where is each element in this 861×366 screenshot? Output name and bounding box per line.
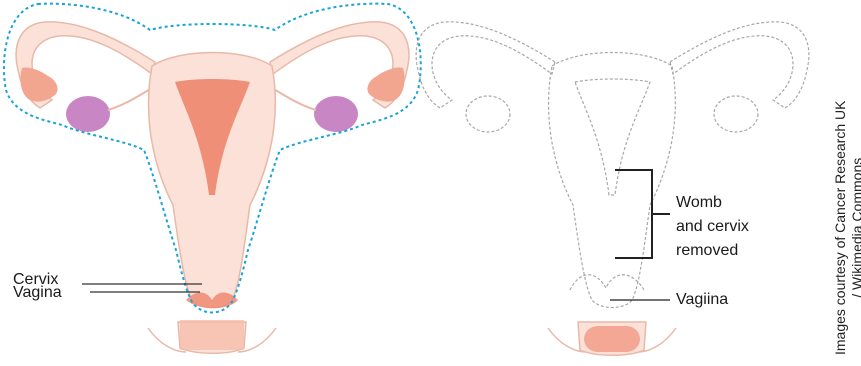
right-vagina-inner [584, 326, 640, 352]
credit-line1: Images courtesy of Cancer Research UK [832, 101, 849, 355]
left-ovary-right [314, 96, 358, 132]
left-ligament-right [272, 88, 316, 110]
right-removed-cervix [570, 275, 644, 290]
right-removed-cavity [575, 79, 650, 195]
credit-line2: / Wikimedia Commons [849, 101, 861, 355]
left-diagram [4, 4, 421, 354]
right-removed-tubes-right [670, 22, 809, 108]
vagina-label-left: Vagina [13, 283, 62, 302]
left-fimbriae-right [367, 67, 404, 101]
left-ovary-left [66, 96, 110, 132]
right-removed-tubes-left [416, 22, 555, 108]
right-removed-ovary-right [714, 96, 758, 132]
right-removed-bracket [615, 170, 670, 258]
left-vagina-inner [180, 320, 244, 350]
left-fimbriae-left [20, 67, 57, 101]
right-removed-uterus [549, 53, 676, 308]
right-diagram [416, 22, 809, 355]
removed-label-line2: and cervix [676, 217, 749, 236]
vagina-label-right: Vagiina [676, 290, 728, 309]
right-removed-ovary-left [466, 96, 510, 132]
image-credit: Images courtesy of Cancer Research UK / … [832, 101, 861, 355]
removed-label-line3: removed [676, 241, 738, 260]
removed-label-line1: Womb [676, 193, 722, 212]
left-ligament-left [108, 88, 152, 110]
